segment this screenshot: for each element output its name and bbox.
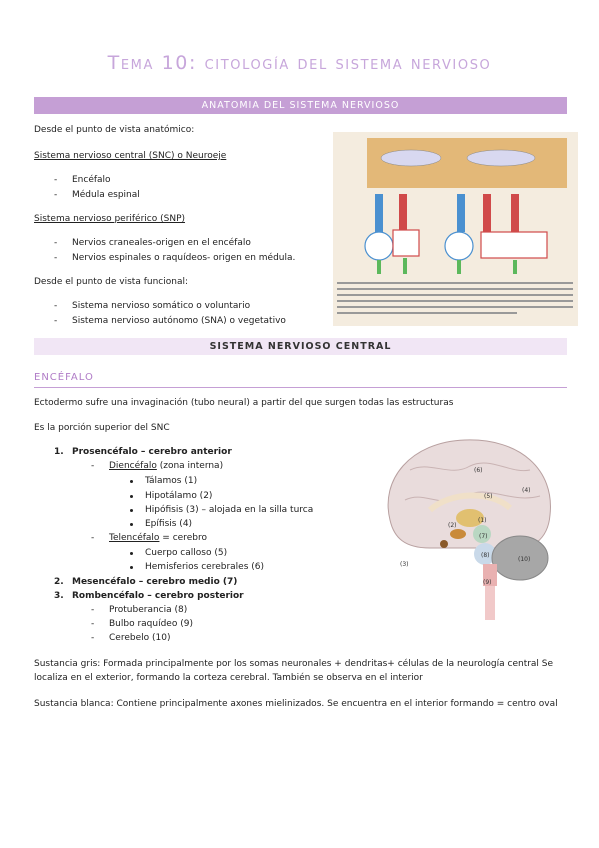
bullet-dash: - [54,175,58,185]
paragraph-sustancia-blanca: Sustancia blanca: Contiene principalment… [34,699,558,709]
midbrain [473,525,491,543]
arrow-efferent [399,194,407,232]
bullet-dash: - [54,316,58,326]
label-6: (6) [474,467,483,474]
effector-box-wide [480,231,548,259]
brain-sagittal-figure: (1) (2) (3) (4) (5) (6) (7) (8) (9) (10) [387,439,551,620]
anat-intro: Desde el punto de vista anatómico: [34,125,195,135]
cns-oval-left [380,149,442,167]
list-item-mesencefalo: Mesencéfalo – cerebro medio (7) [72,577,238,587]
caption-lines [337,282,573,314]
arrow-response [513,260,517,274]
spinal-cord [485,586,495,620]
telencefalo-rest: = cerebro [159,533,207,543]
snp-item: Nervios craneales-origen en el encéfalo [72,238,251,248]
telencefalo-label: Telencéfalo [109,533,160,543]
arrow-afferent [457,194,465,232]
snc-item: Médula espinal [72,190,140,200]
snc-heading: Sistema nervioso central (SNC) o Neuroej… [34,151,227,161]
nervous-system-diagram-figure [333,132,578,326]
bullet-dash: - [54,301,58,311]
arrow-afferent [375,194,383,232]
arrow-stimulus [457,260,461,274]
rombo-item: Bulbo raquídeo (9) [109,619,193,629]
snp-heading: Sistema nervioso periférico (SNP) [34,214,186,224]
paragraph-ectodermo: Ectodermo sufre una invaginación (tubo n… [34,398,454,408]
bullet-dash: - [91,633,95,643]
pons [474,543,496,565]
rombo-item: Protuberancia (8) [109,605,188,615]
label-8: (8) [481,552,490,559]
list-number: 2. [54,577,64,587]
label-7: (7) [479,533,488,540]
tele-item: Cuerpo calloso (5) [145,548,228,558]
bullet-dot [130,509,133,512]
list-item-rombencefalo: Rombencéfalo – cerebro posterior [72,591,244,601]
bullet-dash: - [91,605,95,615]
paragraph-porcion: Es la porción superior del SNC [34,423,170,433]
arrow-response [403,258,407,274]
list-number: 1. [54,447,64,457]
dien-item: Hipófisis (3) – alojada en la silla turc… [145,505,314,515]
list-item-prosencefalo: Prosencéfalo – cerebro anterior [72,447,232,457]
arrow-efferent [483,194,491,232]
list-item-diencefalo: Diencéfalo (zona interna) [109,461,223,471]
label-5: (5) [484,493,493,500]
hypothalamus [450,529,466,539]
corpus-callosum [427,492,513,513]
effector-box [392,229,420,257]
bullet-dash: - [91,619,95,629]
bullet-dot [130,480,133,483]
label-2: (2) [448,522,457,529]
pituitary [440,540,448,548]
diencefalo-label: Diencéfalo [109,461,157,471]
bullet-dot [130,495,133,498]
cns-oval-right [466,149,536,167]
paragraph-sustancia-gris: Sustancia gris: Formada principalmente p… [34,659,554,683]
func-item: Sistema nervioso autónomo (SNA) o vegeta… [72,316,286,326]
bullet-dash: - [54,190,58,200]
bullet-dash: - [54,238,58,248]
dien-item: Hipotálamo (2) [145,491,213,501]
bullet-dot [130,552,133,555]
snp-item: Nervios espinales o raquídeos- origen en… [72,253,296,263]
diencefalo-rest: (zona interna) [156,461,224,471]
thalamus [456,509,484,527]
label-9: (9) [483,579,492,586]
list-number: 3. [54,591,64,601]
section-banner-snc: SISTEMA NERVIOSO CENTRAL [34,338,567,355]
label-4: (4) [522,487,531,494]
arrow-stimulus [377,260,381,274]
receptor-circle [364,231,394,261]
rombo-item: Cerebelo (10) [109,633,171,643]
tele-item: Hemisferios cerebrales (6) [145,562,265,572]
func-item: Sistema nervioso somático o voluntario [72,301,251,311]
label-10: (10) [518,556,530,563]
page-title: Tema 10: citología del sistema nervioso [107,52,492,74]
section-banner-anatomia: ANATOMIA DEL SISTEMA NERVIOSO [34,97,567,114]
list-item-telencefalo: Telencéfalo = cerebro [109,533,207,543]
bullet-dash: - [91,533,95,543]
receptor-circle [444,231,474,261]
dien-item: Epífisis (4) [145,519,193,529]
label-1: (1) [478,517,487,524]
label-3: (3) [400,561,409,568]
bullet-dot [130,523,133,526]
dien-item: Tálamos (1) [145,476,198,486]
subheading-encefalo: ENCÉFALO [34,372,94,383]
cerebellum [491,535,549,581]
func-intro: Desde el punto de vista funcional: [34,277,188,287]
medulla [483,564,497,586]
arrow-efferent [511,194,519,232]
subheading-underline [34,387,567,388]
bullet-dot [130,566,133,569]
snc-item: Encéfalo [72,175,111,185]
bullet-dash: - [91,461,95,471]
bullet-dash: - [54,253,58,263]
